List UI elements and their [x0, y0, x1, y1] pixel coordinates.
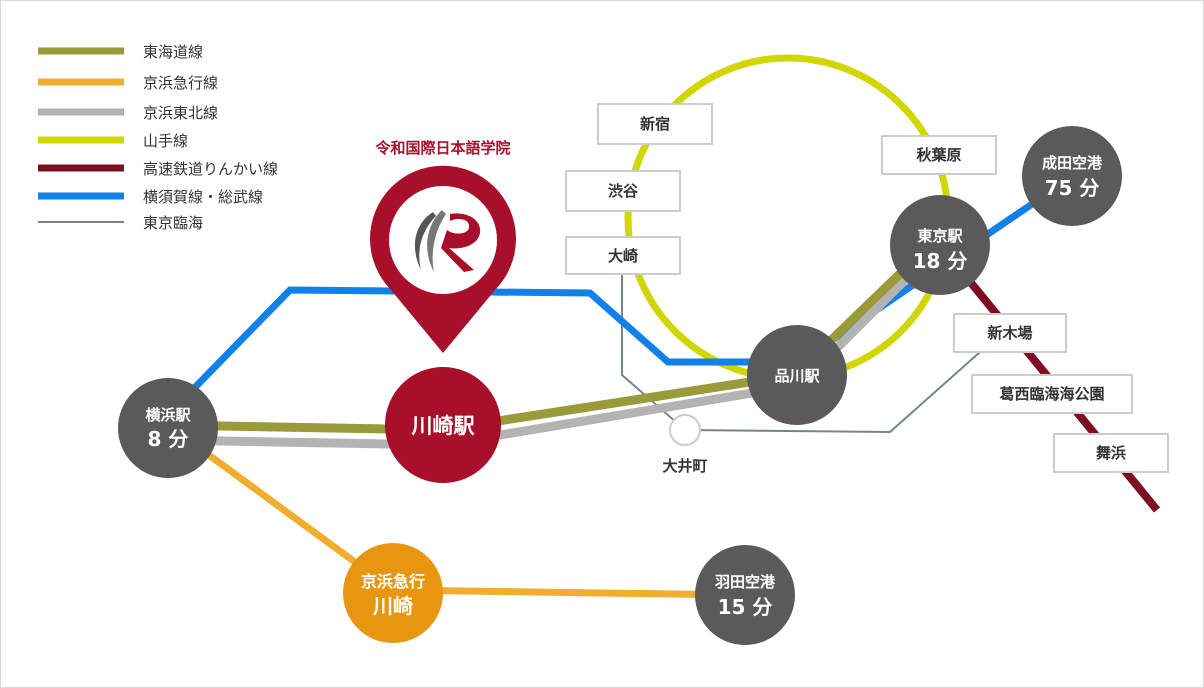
svg-text:渋谷: 渋谷	[608, 182, 639, 200]
haneda-station-name: 羽田空港	[715, 573, 776, 591]
narita-airport-node[interactable]: 成田空港 75 分	[1022, 126, 1122, 226]
pin-inner-circle	[389, 186, 497, 294]
label-maihama: 舞浜	[1053, 433, 1169, 473]
yokohama-travel-time: 8 分	[148, 427, 189, 451]
keihin-tohoku-line	[167, 241, 944, 450]
svg-text:新宿: 新宿	[640, 115, 670, 133]
tokyo-station-name: 東京駅	[917, 227, 963, 245]
tokyo-station-node[interactable]: 東京駅 18 分	[890, 195, 990, 295]
svg-text:新木場: 新木場	[987, 324, 1032, 342]
tokyo-travel-time: 18 分	[913, 249, 968, 273]
haneda-airport-node[interactable]: 羽田空港 15 分	[695, 545, 795, 645]
shinagawa-station-node[interactable]: 品川駅	[747, 325, 847, 425]
narita-station-name: 成田空港	[1042, 154, 1103, 172]
svg-text:葛西臨海海公園: 葛西臨海海公園	[998, 385, 1104, 403]
keikyu-kawasaki-line1: 京浜急行	[361, 572, 425, 591]
legend-label-tokyo-rinkai: 東京臨海	[143, 214, 203, 232]
legend-label-yokosuka-sobu: 横須賀線・総武線	[143, 188, 263, 206]
tokaido-line	[167, 236, 939, 435]
kawasaki-station-node[interactable]: 川崎駅	[385, 367, 501, 483]
kawasaki-station-name: 川崎駅	[411, 414, 476, 438]
label-shinjuku: 新宿	[597, 103, 713, 145]
legend-label-rinkai: 高速鉄道りんかい線	[143, 160, 278, 178]
school-logo-icon	[414, 210, 481, 272]
oimachi-label: 大井町	[662, 457, 707, 475]
label-osaki: 大崎	[565, 236, 681, 275]
label-kasai-rinkai-koen: 葛西臨海海公園	[971, 374, 1133, 414]
label-shinkiba: 新木場	[953, 313, 1067, 353]
oimachi-station-marker[interactable]	[669, 414, 701, 446]
legend-label-keikyu: 京浜急行線	[143, 74, 218, 92]
label-akihabara: 秋葉原	[881, 135, 997, 175]
legend-label-yamanote: 山手線	[143, 132, 188, 150]
label-shibuya: 渋谷	[565, 170, 681, 212]
legend-label-keihin-tohoku: 京浜東北線	[143, 104, 218, 122]
school-marker[interactable]	[370, 165, 516, 353]
narita-travel-time: 75 分	[1045, 176, 1100, 200]
shinagawa-station-name: 品川駅	[774, 367, 820, 385]
yokohama-station-name: 横浜駅	[145, 406, 191, 424]
keikyu-kawasaki-station-node[interactable]: 京浜急行 川崎	[343, 543, 443, 643]
keikyu-kawasaki-line2: 川崎	[372, 594, 413, 618]
svg-text:大崎: 大崎	[608, 247, 638, 265]
school-name: 令和国際日本語学院	[375, 139, 510, 157]
svg-text:秋葉原: 秋葉原	[916, 146, 961, 164]
svg-text:舞浜: 舞浜	[1096, 444, 1126, 462]
yokohama-station-node[interactable]: 横浜駅 8 分	[118, 378, 218, 478]
legend: 東海道線 京浜急行線 京浜東北線 山手線 高速鉄道りんかい線 横須賀線・総武線 …	[38, 43, 278, 232]
haneda-travel-time: 15 分	[718, 595, 773, 619]
legend-label-tokaido: 東海道線	[143, 43, 203, 61]
